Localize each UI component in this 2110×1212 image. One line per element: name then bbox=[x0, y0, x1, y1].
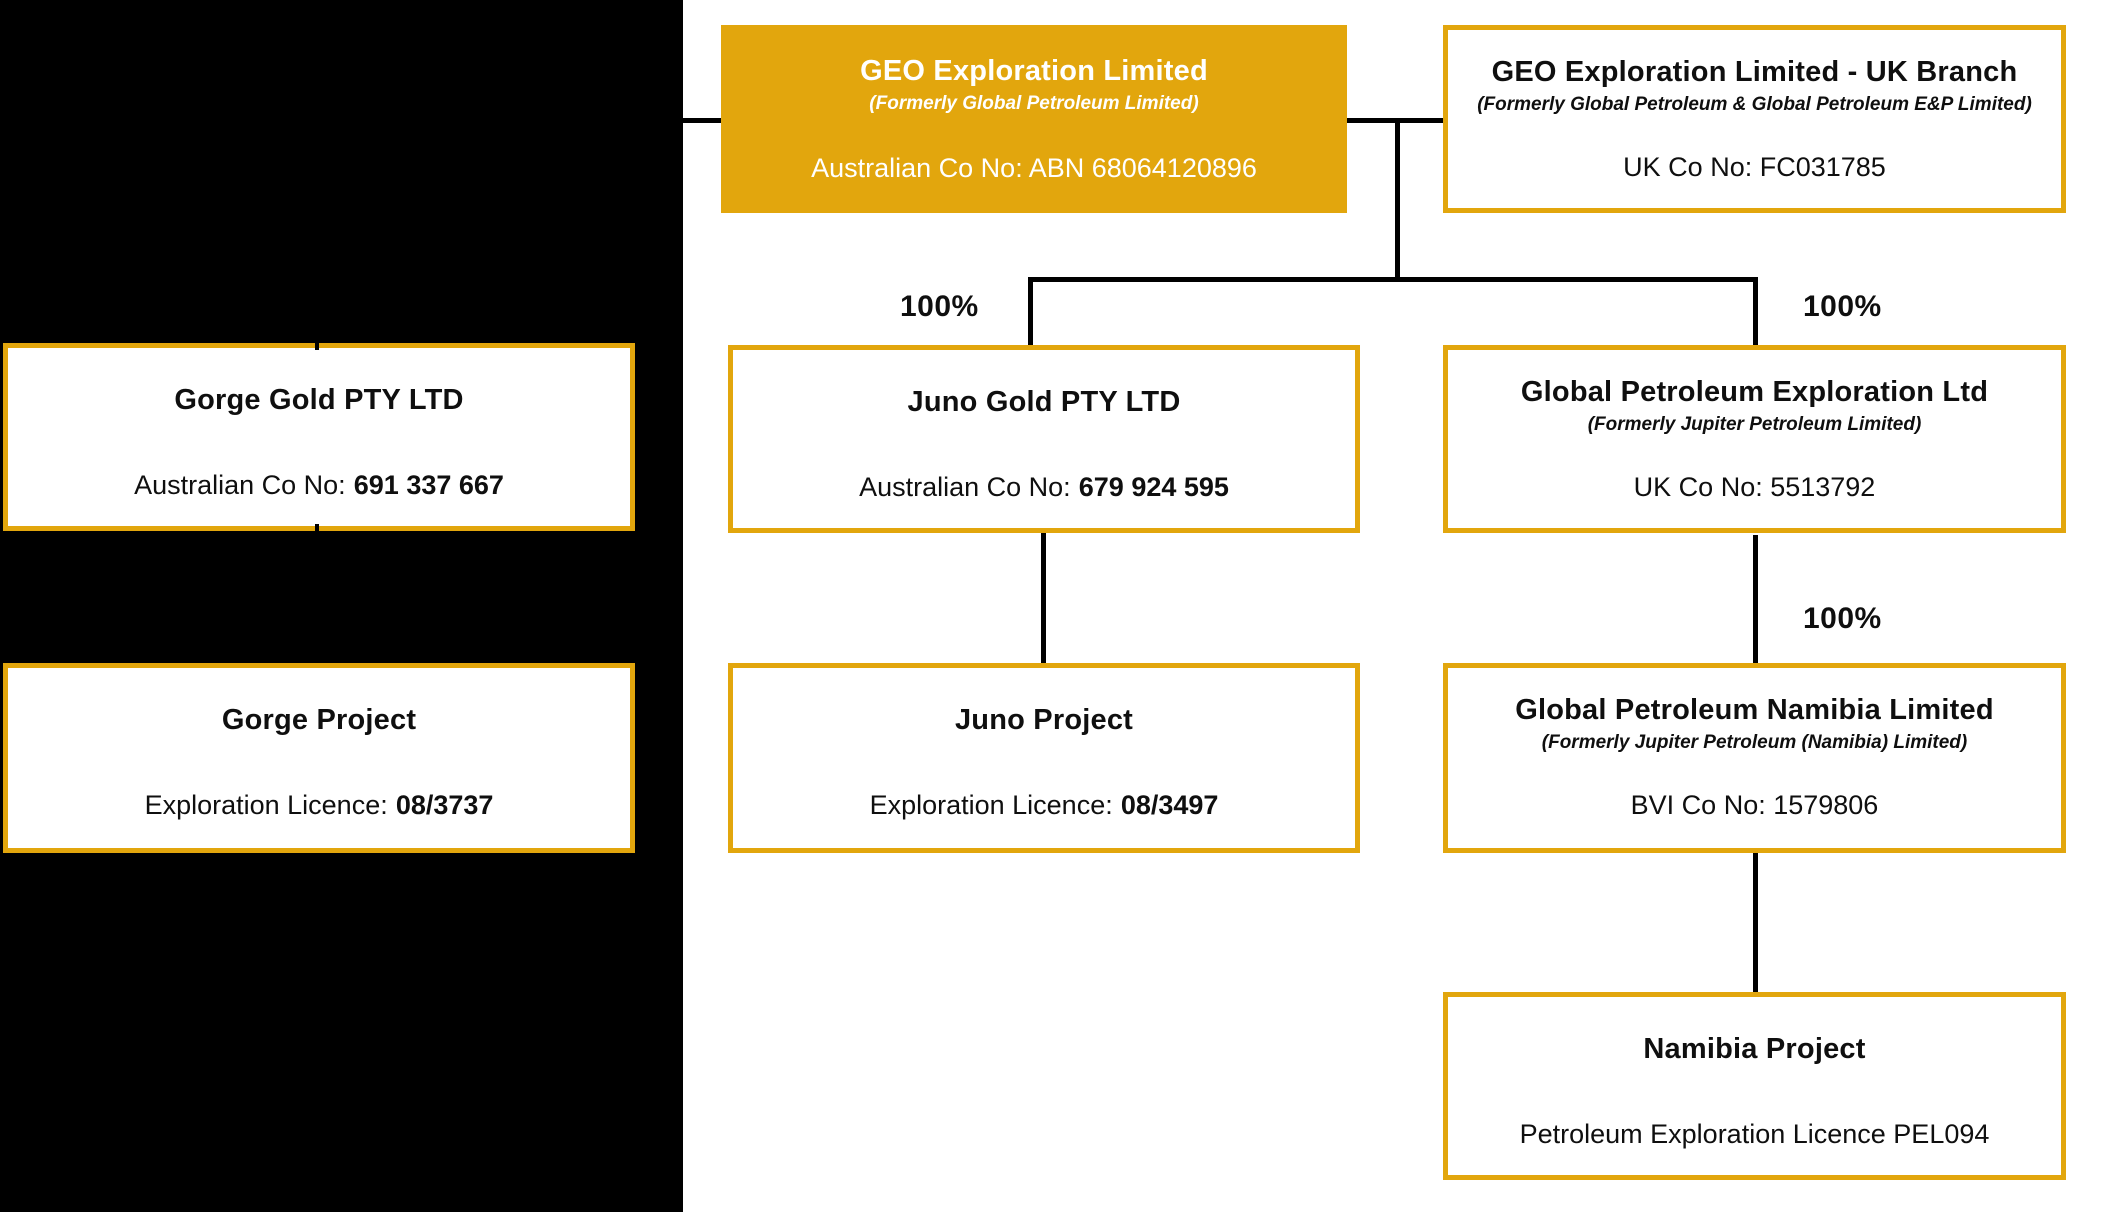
node-subtitle: (Formerly Jupiter Petroleum (Namibia) Li… bbox=[1541, 732, 1968, 754]
connector-gpe-to-gpn bbox=[1753, 535, 1758, 663]
connector-juno-gold-to-juno-project bbox=[1041, 533, 1046, 663]
node-info: UK Co No: 5513792 bbox=[1633, 472, 1876, 502]
node-global-petroleum-exploration: Global Petroleum Exploration Ltd (Former… bbox=[1443, 345, 2066, 533]
node-info-value: 08/3737 bbox=[395, 790, 494, 820]
node-title: Global Petroleum Namibia Limited bbox=[1515, 694, 1994, 726]
node-info: Exploration Licence:08/3737 bbox=[8, 790, 630, 821]
node-info-label: Exploration Licence: bbox=[144, 790, 388, 820]
node-info: Australian Co No:679 924 595 bbox=[733, 472, 1355, 503]
node-gorge-project: Gorge Project Exploration Licence:08/373… bbox=[3, 663, 635, 853]
node-info: UK Co No: FC031785 bbox=[1623, 152, 1886, 182]
connector-stub-gorge-gold-bottom bbox=[315, 524, 319, 534]
node-title: Gorge Gold PTY LTD bbox=[174, 384, 464, 416]
connector-stub-gorge-gold-top bbox=[315, 340, 319, 350]
node-title: Juno Gold PTY LTD bbox=[907, 386, 1181, 418]
node-subtitle: (Formerly Global Petroleum Limited) bbox=[869, 93, 1199, 115]
node-geo-exploration-limited: GEO Exploration Limited (Formerly Global… bbox=[721, 25, 1347, 213]
node-subtitle: (Formerly Global Petroleum & Global Petr… bbox=[1477, 94, 2032, 116]
node-geo-exploration-uk-branch: GEO Exploration Limited - UK Branch (For… bbox=[1443, 25, 2066, 213]
ownership-label-parent-gpe: 100% bbox=[1803, 290, 1882, 323]
node-title: GEO Exploration Limited bbox=[860, 55, 1208, 87]
node-juno-project: Juno Project Exploration Licence:08/3497 bbox=[728, 663, 1360, 853]
connector-parent-to-uk-branch bbox=[1347, 118, 1443, 123]
node-title: Juno Project bbox=[954, 704, 1134, 736]
node-namibia-project: Namibia Project Petroleum Exploration Li… bbox=[1443, 992, 2066, 1180]
connector-uk-junction-drop bbox=[1395, 121, 1400, 280]
connector-split-bar bbox=[1028, 277, 1758, 282]
node-subtitle: (Formerly Jupiter Petroleum Limited) bbox=[1587, 414, 1922, 436]
node-info: Australian Co No: ABN 68064120896 bbox=[811, 153, 1257, 183]
ownership-label-gpe-gpn: 100% bbox=[1803, 602, 1882, 635]
redaction-panel bbox=[0, 0, 683, 1212]
connector-to-juno-gold bbox=[1028, 280, 1033, 345]
node-title: Gorge Project bbox=[221, 704, 417, 736]
node-info: Exploration Licence:08/3497 bbox=[733, 790, 1355, 821]
node-info-label: Exploration Licence: bbox=[869, 790, 1113, 820]
node-juno-gold: Juno Gold PTY LTD Australian Co No:679 9… bbox=[728, 345, 1360, 533]
node-title: Namibia Project bbox=[1643, 1033, 1866, 1065]
connector-gpn-to-namibia-project bbox=[1753, 853, 1758, 992]
node-info-label: Australian Co No: bbox=[134, 470, 346, 500]
node-title: GEO Exploration Limited - UK Branch bbox=[1491, 56, 2018, 88]
node-info: Australian Co No:691 337 667 bbox=[8, 470, 630, 501]
ownership-label-parent-juno: 100% bbox=[900, 290, 979, 323]
node-info-value: 08/3497 bbox=[1120, 790, 1219, 820]
node-info: BVI Co No: 1579806 bbox=[1630, 790, 1879, 820]
node-global-petroleum-namibia: Global Petroleum Namibia Limited (Former… bbox=[1443, 663, 2066, 853]
node-info-label: Australian Co No: bbox=[859, 472, 1071, 502]
node-info-value: 679 924 595 bbox=[1078, 472, 1229, 502]
node-info-value: 691 337 667 bbox=[353, 470, 504, 500]
connector-to-global-petroleum-exploration bbox=[1753, 280, 1758, 345]
connector-parent-left-stub bbox=[683, 118, 721, 123]
node-title: Global Petroleum Exploration Ltd bbox=[1520, 376, 1989, 408]
node-gorge-gold: Gorge Gold PTY LTD Australian Co No:691 … bbox=[3, 343, 635, 531]
node-info: Petroleum Exploration Licence PEL094 bbox=[1519, 1119, 1990, 1149]
